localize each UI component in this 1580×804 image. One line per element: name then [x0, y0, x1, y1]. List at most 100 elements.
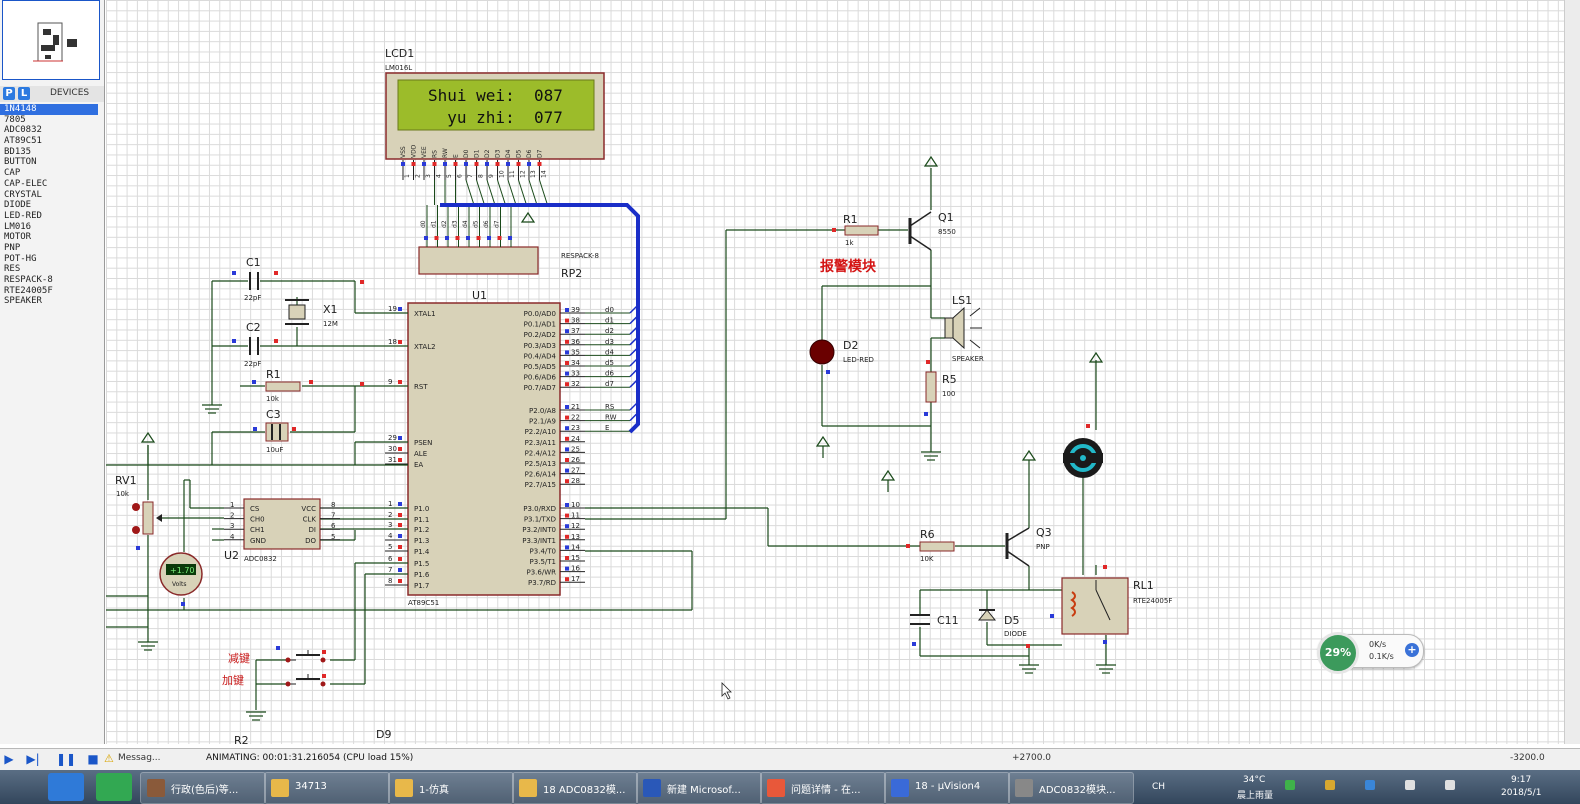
- taskbar-button[interactable]: 34713: [264, 772, 390, 804]
- device-item[interactable]: ADC0832: [4, 125, 42, 136]
- vertical-scrollbar[interactable]: [1564, 0, 1580, 744]
- schematic-canvas[interactable]: LCD1 LM016L Shui wei: 087 yu zhi: 077 VS…: [106, 0, 1564, 744]
- pick-devices-button[interactable]: P: [3, 87, 15, 100]
- alarm-r1-ref: R1: [843, 213, 858, 226]
- lcd-pin-number: 6: [457, 174, 464, 178]
- device-item[interactable]: RESPACK-8: [4, 275, 53, 285]
- taskbar-button[interactable]: 18 - μVision4: [884, 772, 1010, 804]
- lcd-line-2: yu zhi: 077: [428, 108, 563, 127]
- step-icon[interactable]: ▶|: [26, 752, 40, 766]
- library-manager-button[interactable]: L: [18, 87, 30, 100]
- led-d2[interactable]: D2 LED-RED: [809, 339, 874, 365]
- device-item[interactable]: BUTTON: [4, 157, 37, 168]
- device-item[interactable]: LM016: [4, 221, 32, 232]
- lcd-pin-label: D0: [463, 149, 470, 158]
- bus-entry: [629, 401, 639, 411]
- p0-net-label: d2: [605, 327, 614, 335]
- potentiometer-rv1[interactable]: RV1 10k: [115, 474, 162, 535]
- capacitor-c11[interactable]: C11: [910, 614, 959, 627]
- overview-window[interactable]: [2, 0, 100, 80]
- resistor-r1-alarm[interactable]: R1 1k: [843, 213, 879, 247]
- tray-icon-2[interactable]: [1325, 780, 1335, 790]
- weather: 晨上雨量: [1237, 791, 1274, 801]
- mcu-pin-state: [565, 361, 569, 365]
- taskbar-button[interactable]: 问题详情 - 在...: [760, 772, 886, 804]
- device-item[interactable]: RES: [4, 264, 21, 275]
- network-monitor-widget[interactable]: 29% 0K/s 0.1K/s +: [1317, 632, 1424, 674]
- device-item[interactable]: PNP: [4, 242, 21, 253]
- device-item[interactable]: POT-HG: [4, 253, 37, 264]
- app-launcher-icon[interactable]: [96, 773, 132, 801]
- device-item[interactable]: 1N4148: [0, 104, 98, 115]
- mcu-pin-state: [565, 468, 569, 473]
- resistor-r5[interactable]: R5 100: [925, 371, 957, 403]
- diode-d5[interactable]: D5 DIODE: [977, 609, 1027, 638]
- mcu-pin-number: 27: [571, 467, 580, 475]
- taskbar-button-label: 18 ADC0832模...: [543, 785, 626, 796]
- taskbar-button[interactable]: 18 ADC0832模...: [512, 772, 638, 804]
- start-app-icon[interactable]: [48, 773, 84, 801]
- play-icon[interactable]: ▶: [4, 752, 14, 766]
- mcu-pin-state: [398, 340, 402, 344]
- mcu-pin-state: [398, 545, 402, 549]
- mcu-at89c51[interactable]: U1 AT89C51 19XTAL118XTAL29RST29PSEN30ALE…: [385, 289, 639, 607]
- taskbar-button[interactable]: ADC0832模块...: [1008, 772, 1134, 804]
- mcu-pin-state: [565, 545, 569, 550]
- device-item[interactable]: LED-RED: [4, 210, 42, 221]
- lcd-pin-state: [422, 162, 426, 166]
- device-item[interactable]: DIODE: [4, 200, 32, 211]
- voltmeter[interactable]: +1.70 Volts: [159, 552, 203, 596]
- device-item[interactable]: BD135: [4, 146, 32, 157]
- device-item[interactable]: CAP: [4, 168, 21, 179]
- transistor-q3[interactable]: Q3 PNP: [1005, 526, 1052, 567]
- expand-icon[interactable]: +: [1405, 643, 1419, 657]
- mcu-model: AT89C51: [408, 599, 439, 607]
- capacitor-c3[interactable]: C3 10uF: [265, 408, 289, 454]
- mcu-pin-number: 11: [571, 512, 580, 520]
- respack-ref: RP2: [561, 267, 582, 280]
- taskbar-button[interactable]: 新建 Microsof...: [636, 772, 762, 804]
- stop-icon[interactable]: ■: [87, 752, 99, 766]
- cpu-percent: 29%: [1317, 632, 1359, 674]
- transistor-q1[interactable]: Q1 8550: [908, 211, 956, 251]
- button-plus[interactable]: 加键: [222, 673, 326, 687]
- tray-icon-1[interactable]: [1285, 780, 1295, 790]
- device-item[interactable]: 7805: [4, 114, 26, 125]
- bus-entry: [629, 357, 639, 367]
- motor[interactable]: [1063, 438, 1103, 478]
- clock-time[interactable]: 9:17: [1511, 775, 1532, 785]
- lcd-module[interactable]: LCD1 LM016L Shui wei: 087 yu zhi: 077 VS…: [385, 47, 605, 206]
- messages-label[interactable]: Messag...: [118, 753, 161, 763]
- mcu-pin-label: P2.1/A9: [529, 418, 556, 426]
- language-indicator[interactable]: CH: [1152, 782, 1166, 792]
- tray-icon-4[interactable]: [1405, 780, 1415, 790]
- mcu-pin-number: 6: [388, 555, 393, 563]
- tray-icon-3[interactable]: [1365, 780, 1375, 790]
- device-item[interactable]: CRYSTAL: [4, 189, 42, 200]
- device-item[interactable]: RTE24005F: [4, 285, 53, 296]
- u2-model: ADC0832: [244, 555, 277, 563]
- capacitor-c2[interactable]: C2 22pF: [244, 321, 261, 368]
- device-item[interactable]: CAP-ELEC: [4, 178, 48, 189]
- device-item[interactable]: AT89C51: [4, 136, 42, 147]
- pause-icon[interactable]: ❚❚: [56, 752, 77, 766]
- overview-thumbnail: [33, 22, 77, 62]
- mcu-pin-label: P0.0/AD0: [524, 310, 556, 318]
- mcu-pin-number: 16: [571, 565, 580, 573]
- volume-icon[interactable]: [1445, 780, 1455, 790]
- button-minus[interactable]: 减键: [228, 650, 326, 665]
- clock-date[interactable]: 2018/5/1: [1501, 788, 1542, 798]
- resistor-r1[interactable]: R1 10k: [265, 368, 301, 403]
- lcd-pin-state: [537, 162, 542, 166]
- speaker-ls1[interactable]: LS1 SPEAKER: [944, 294, 984, 363]
- taskbar-button[interactable]: 行政(色后)等...: [140, 772, 266, 804]
- resistor-r6[interactable]: R6 10K: [919, 528, 955, 563]
- device-item[interactable]: SPEAKER: [4, 296, 42, 307]
- device-item[interactable]: MOTOR: [4, 232, 32, 243]
- relay-rl1[interactable]: RL1 RTE24005F: [1061, 577, 1172, 635]
- capacitor-c1[interactable]: C1 22pF: [244, 256, 261, 302]
- taskbar-button[interactable]: 1-仿真: [388, 772, 514, 804]
- crystal-x1[interactable]: X1 12M: [285, 299, 338, 328]
